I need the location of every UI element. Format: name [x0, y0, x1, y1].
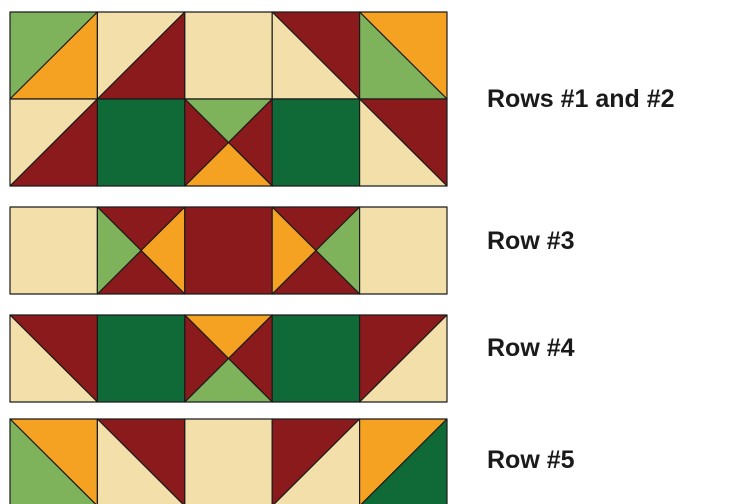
quilt-block-hst [360, 12, 447, 99]
quilt-block-hst [10, 315, 97, 402]
quilt-block-solid [97, 315, 184, 402]
row-4-strip [10, 315, 447, 402]
quilt-block-hst [360, 419, 447, 504]
rows-1-and-2-strip [10, 12, 447, 186]
rows-1-and-2-label: Rows #1 and #2 [487, 85, 675, 114]
quilt-block-hst [10, 12, 97, 99]
quilt-block-solid [360, 207, 447, 294]
quilt-block-hst [360, 315, 447, 402]
quilt-block-solid [272, 315, 359, 402]
block-square [10, 207, 97, 294]
block-square [360, 207, 447, 294]
quilt-block-solid [10, 207, 97, 294]
quilt-block-solid [185, 419, 272, 504]
quilt-block-solid [272, 99, 359, 186]
block-square [185, 12, 272, 99]
block-square [185, 419, 272, 504]
quilt-block-solid [185, 12, 272, 99]
block-square [272, 99, 359, 186]
quilt-block-solid [97, 99, 184, 186]
row-4-label: Row #4 [487, 334, 575, 363]
quilt-block-hourglass [272, 207, 359, 294]
quilt-block-hst [97, 419, 184, 504]
quilt-block-hst [272, 12, 359, 99]
quilt-block-hst [10, 99, 97, 186]
quilt-block-hst [360, 99, 447, 186]
quilt-block-solid [185, 207, 272, 294]
block-square [97, 99, 184, 186]
block-square [272, 315, 359, 402]
quilt-block-hst [97, 12, 184, 99]
row-5-label: Row #5 [487, 446, 575, 475]
quilt-block-hourglass [97, 207, 184, 294]
row-3-strip [10, 207, 447, 294]
block-square [185, 207, 272, 294]
quilt-block-hst [272, 419, 359, 504]
row-3-label: Row #3 [487, 227, 575, 256]
quilt-block-hourglass [185, 99, 272, 186]
quilt-block-hst [10, 419, 97, 504]
quilt-block-hourglass [185, 315, 272, 402]
row-5-strip [10, 419, 447, 504]
block-square [97, 315, 184, 402]
